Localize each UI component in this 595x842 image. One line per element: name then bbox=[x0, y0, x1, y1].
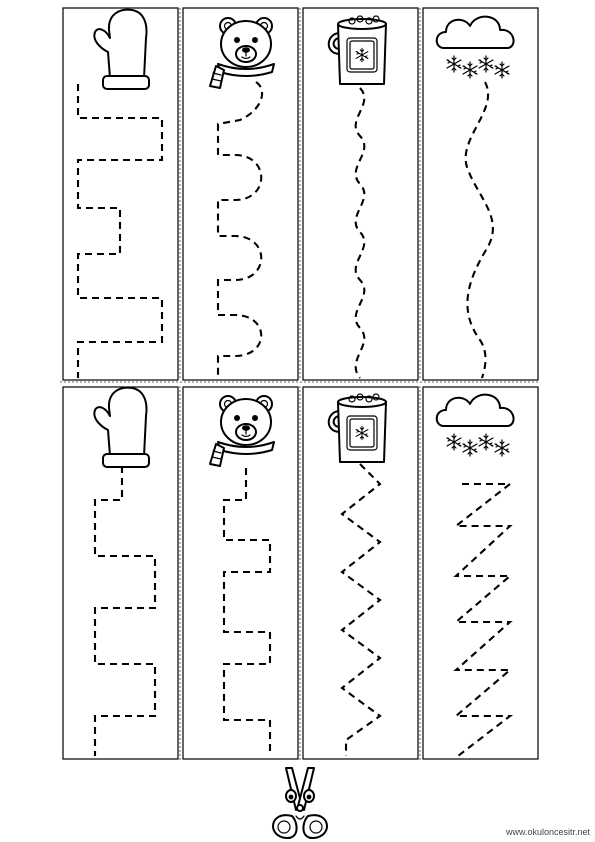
tracing-path-tight-wave[interactable] bbox=[354, 87, 366, 379]
tracing-path-arches[interactable] bbox=[216, 81, 264, 378]
tracing-path-wide-steps[interactable] bbox=[93, 466, 157, 756]
tracing-path-gentle-wave[interactable] bbox=[464, 81, 494, 379]
tracing-path-square-steps[interactable] bbox=[76, 84, 164, 378]
tracing-path-stairs[interactable] bbox=[222, 468, 272, 756]
tracing-path-zigzag[interactable] bbox=[340, 463, 382, 756]
scissors-icon bbox=[272, 767, 328, 840]
card-frame bbox=[422, 386, 539, 760]
watermark-text: www.okuloncesitr.net bbox=[505, 827, 590, 837]
